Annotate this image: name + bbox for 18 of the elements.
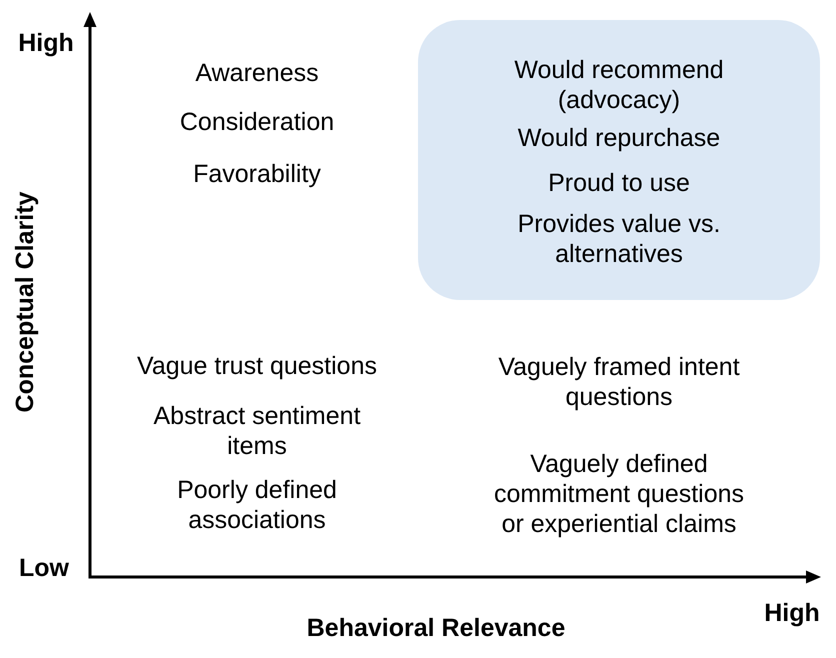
axis-title: Behavioral Relevance (306, 613, 566, 643)
item-label: Favorability (193, 159, 321, 189)
item-label: Proud to use (548, 168, 690, 198)
axis-end-label: High (764, 598, 820, 628)
item-label: Awareness (195, 58, 319, 88)
item-label: Would repurchase (518, 123, 720, 153)
item-label: Abstract sentiment items (152, 401, 362, 461)
highlight-panel (418, 20, 820, 300)
item-label: Vaguely defined commitment questions or experiential claims (492, 449, 746, 539)
axis-end-label: High (18, 28, 74, 58)
axis-title: Conceptual Clarity (10, 192, 40, 412)
axis-end-label: Low (19, 553, 69, 583)
item-label: Would recommend (advocacy) (513, 55, 725, 115)
item-label: Poorly defined associations (176, 475, 338, 535)
item-label: Vaguely framed intent questions (497, 352, 741, 412)
item-label: Consideration (180, 107, 334, 137)
item-label: Provides value vs. alternatives (516, 209, 722, 269)
item-label: Vague trust questions (137, 351, 377, 381)
